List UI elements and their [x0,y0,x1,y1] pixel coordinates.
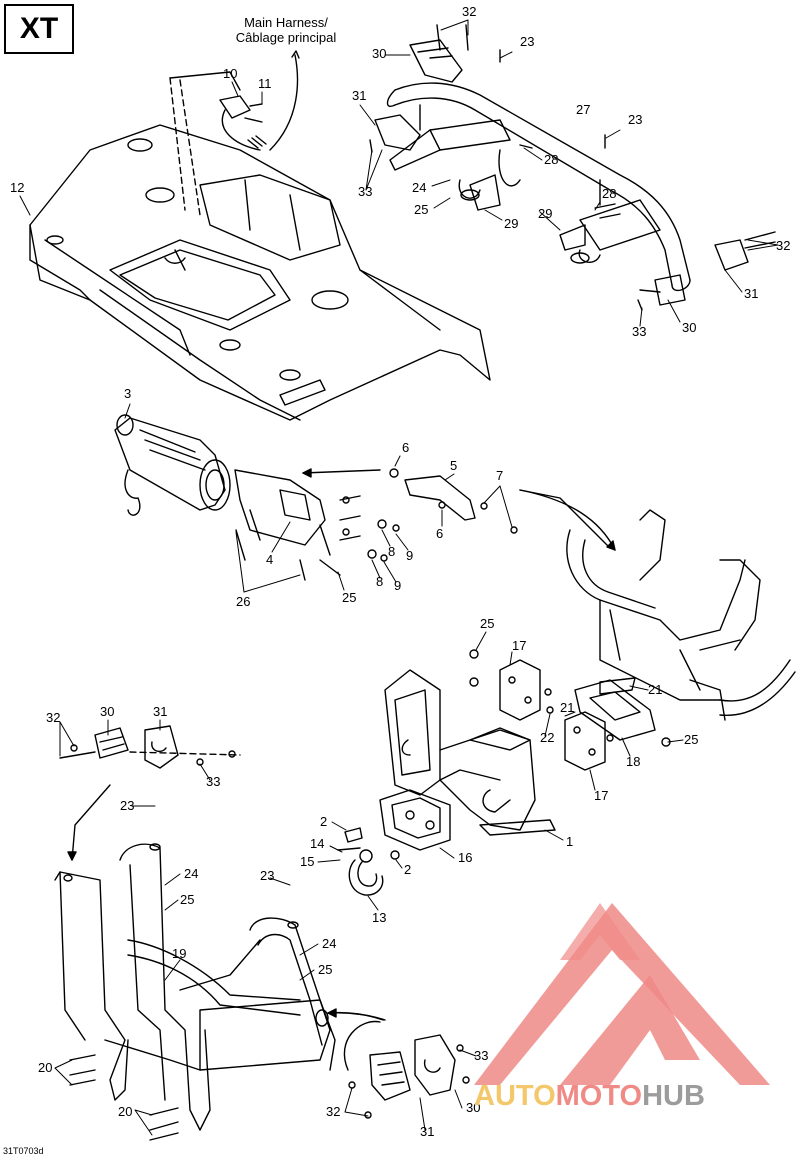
brand-part-auto: AUTO [474,1080,556,1112]
model-code: XT [19,12,59,45]
callout-24: 24 [322,936,336,951]
callout-26: 26 [236,594,250,609]
callout-33: 33 [206,774,220,789]
callout-20: 20 [38,1060,52,1075]
callout-5: 5 [450,458,457,473]
callout-22: 22 [540,730,554,745]
callout-28: 28 [602,186,616,201]
callout-1: 1 [566,834,573,849]
callout-31: 31 [153,704,167,719]
callout-23: 23 [520,34,534,49]
callout-23: 23 [120,798,134,813]
callout-25: 25 [342,590,356,605]
model-code-box: XT [4,4,74,54]
upper-mount-brackets [369,24,776,311]
callout-25: 25 [684,732,698,747]
callout-2: 2 [320,814,327,829]
callout-30: 30 [100,704,114,719]
callout-21: 21 [648,682,662,697]
callout-24: 24 [412,180,426,195]
callout-7: 7 [496,468,503,483]
winch-assembly [114,414,400,581]
callout-9: 9 [406,548,413,563]
callout-14: 14 [310,836,324,851]
callout-8: 8 [376,574,383,589]
callout-21: 21 [560,700,574,715]
callout-33: 33 [632,324,646,339]
callout-30: 30 [466,1100,480,1115]
callout-11: 11 [258,76,272,91]
callout-25: 25 [480,616,494,631]
callout-31: 31 [744,286,758,301]
brand-part-moto: MOTO [555,1080,643,1112]
front-bumper-plate [384,669,556,836]
callout-24: 24 [184,866,198,881]
rear-fender-body [29,124,491,421]
callout-27: 27 [576,102,590,117]
callout-23: 23 [628,112,642,127]
callout-32: 32 [46,710,60,725]
callout-6: 6 [436,526,443,541]
callout-13: 13 [372,910,386,925]
callout-25: 25 [318,962,332,977]
callout-18: 18 [626,754,640,769]
mount-plate [379,789,451,851]
callout-17: 17 [594,788,608,803]
brand-part-hub: HUB [642,1080,705,1112]
callout-31: 31 [420,1124,434,1139]
harness-label-english: Main Harness/ [244,15,328,30]
main-harness-label: Main Harness/ Câblage principal [206,15,366,45]
callout-leader-lines [19,19,779,1136]
callout-6: 6 [402,440,409,455]
vehicle-frame-section [519,489,796,721]
drawing-code: 31T0703d [3,1146,44,1156]
callout-numbers: 1 2 2 3 4 5 6 6 7 8 8 9 9 10 11 12 13 14… [10,4,790,1139]
callout-29: 29 [538,206,552,221]
callout-32: 32 [776,238,790,253]
callout-33: 33 [358,184,372,199]
lower-mount-brackets [59,725,470,1119]
callout-29: 29 [504,216,518,231]
callout-25: 25 [414,202,428,217]
callout-20: 20 [118,1104,132,1119]
callout-25: 25 [180,892,194,907]
callout-32: 32 [326,1104,340,1119]
callout-30: 30 [682,320,696,335]
callout-30: 30 [372,46,386,61]
callout-4: 4 [266,552,273,567]
callout-31: 31 [352,88,366,103]
callout-17: 17 [512,638,526,653]
side-mount-brackets [469,649,671,771]
callout-9: 9 [394,578,401,593]
callout-16: 16 [458,850,472,865]
callout-10: 10 [223,66,237,81]
upper-guard-bar [386,82,691,292]
main-harness-connector [169,50,300,216]
tow-hook [337,827,400,896]
leader-arrows [67,489,611,1021]
watermark-brand-text: AUTOMOTOHUB [474,1080,794,1120]
callout-8: 8 [388,544,395,559]
callout-3: 3 [124,386,131,401]
callout-28: 28 [544,152,558,167]
callout-23: 23 [260,868,274,883]
callout-12: 12 [10,180,24,195]
callout-19: 19 [172,946,186,961]
front-bumper-tube [54,843,336,1141]
callout-15: 15 [300,854,314,869]
watermark-logo [474,903,770,1085]
callout-33: 33 [474,1048,488,1063]
callout-32: 32 [462,4,476,19]
harness-label-french: Câblage principal [235,30,337,45]
callout-2: 2 [404,862,411,877]
